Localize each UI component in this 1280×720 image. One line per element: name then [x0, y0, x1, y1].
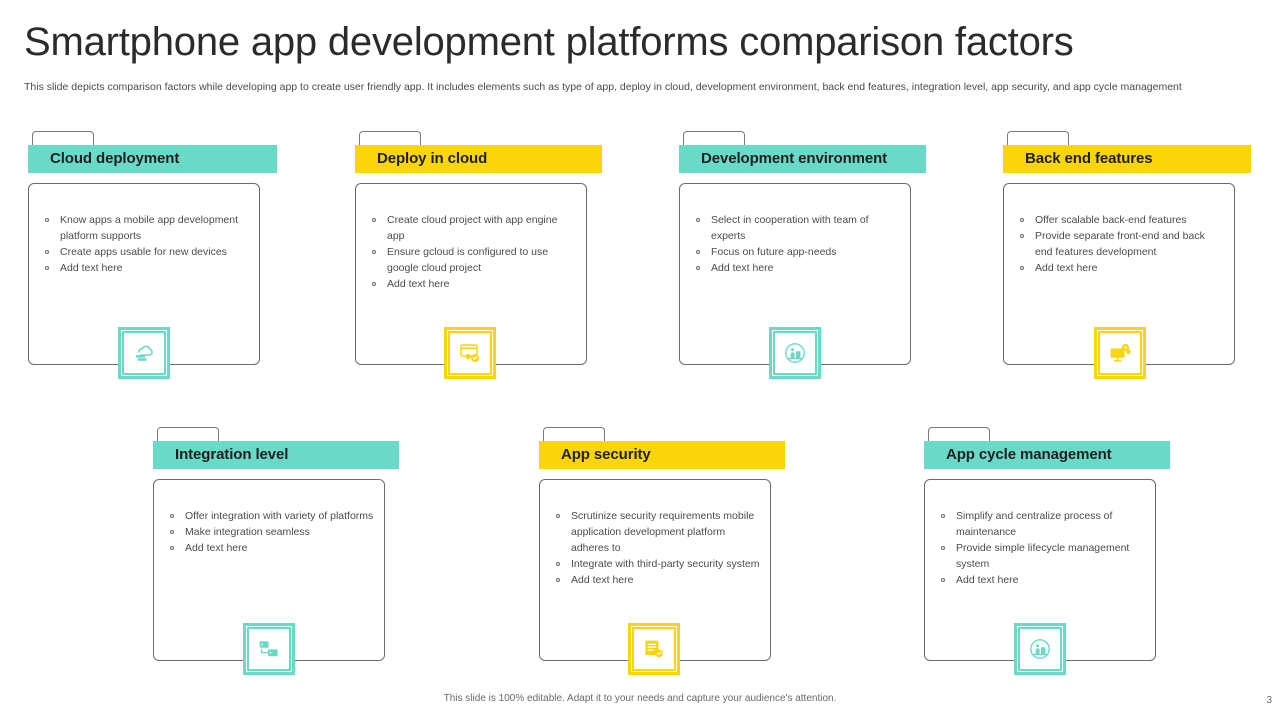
card-bullet-list: Know apps a mobile app development platf… [43, 212, 249, 276]
card-bullet-item: Add text here [694, 260, 900, 276]
card-bullet-list: Scrutinize security requirements mobile … [554, 508, 760, 588]
document-shield-check-icon-badge [628, 623, 680, 675]
cloud-upload-icon-badge [118, 327, 170, 379]
card-header[interactable]: Back end features [1003, 145, 1251, 173]
page-title: Smartphone app development platforms com… [24, 20, 1074, 64]
slide-subtitle: This slide depicts comparison factors wh… [24, 81, 1182, 93]
card-bullet-item: Provide simple lifecycle management syst… [939, 540, 1145, 572]
card-header[interactable]: Cloud deployment [28, 145, 277, 173]
cloud-upload-icon [132, 341, 156, 365]
card-bullet-list: Create cloud project with app engine app… [370, 212, 576, 292]
monitor-gear-icon-badge [1094, 327, 1146, 379]
card-header[interactable]: App cycle management [924, 441, 1170, 469]
footer-note: This slide is 100% editable. Adapt it to… [443, 693, 837, 704]
badge-inner-ring [447, 330, 493, 376]
card-bullet-item: Add text here [554, 572, 760, 588]
card-bullet-item: Make integration seamless [168, 524, 374, 540]
person-desk-circle-icon [783, 341, 807, 365]
document-shield-check-icon [642, 637, 666, 661]
card-bullet-item: Add text here [1018, 260, 1224, 276]
card-bullet-list: Select in cooperation with team of exper… [694, 212, 900, 276]
person-desk-circle-icon [1028, 637, 1052, 661]
card-bullet-item: Focus on future app-needs [694, 244, 900, 260]
card-bullet-item: Scrutinize security requirements mobile … [554, 508, 760, 556]
badge-inner-ring [631, 626, 677, 672]
badge-inner-ring [121, 330, 167, 376]
card-header[interactable]: Integration level [153, 441, 399, 469]
card-bullet-list: Simplify and centralize process of maint… [939, 508, 1145, 588]
card-bullet-item: Integrate with third-party security syst… [554, 556, 760, 572]
card-bullet-item: Offer scalable back-end features [1018, 212, 1224, 228]
card-bullet-item: Add text here [43, 260, 249, 276]
card-bullet-item: Create cloud project with app engine app [370, 212, 576, 244]
card-header[interactable]: Development environment [679, 145, 926, 173]
page-number: 3 [1266, 695, 1272, 706]
card-bullet-item: Select in cooperation with team of exper… [694, 212, 900, 244]
badge-inner-ring [1097, 330, 1143, 376]
card-bullet-item: Add text here [370, 276, 576, 292]
card-bullet-item: Add text here [939, 572, 1145, 588]
connected-servers-icon [257, 637, 281, 661]
person-desk-circle-icon-badge [1014, 623, 1066, 675]
cloud-deploy-check-icon [458, 341, 482, 365]
card-bullet-item: Simplify and centralize process of maint… [939, 508, 1145, 540]
card-header[interactable]: Deploy in cloud [355, 145, 602, 173]
badge-inner-ring [772, 330, 818, 376]
connected-servers-icon-badge [243, 623, 295, 675]
cloud-deploy-check-icon-badge [444, 327, 496, 379]
card-bullet-item: Ensure gcloud is configured to use googl… [370, 244, 576, 276]
card-header[interactable]: App security [539, 441, 785, 469]
badge-inner-ring [1017, 626, 1063, 672]
monitor-gear-icon [1108, 341, 1132, 365]
card-bullet-item: Add text here [168, 540, 374, 556]
card-bullet-item: Know apps a mobile app development platf… [43, 212, 249, 244]
person-desk-circle-icon-badge [769, 327, 821, 379]
badge-inner-ring [246, 626, 292, 672]
card-bullet-item: Provide separate front-end and back end … [1018, 228, 1224, 260]
card-bullet-item: Create apps usable for new devices [43, 244, 249, 260]
card-bullet-item: Offer integration with variety of platfo… [168, 508, 374, 524]
card-bullet-list: Offer integration with variety of platfo… [168, 508, 374, 556]
